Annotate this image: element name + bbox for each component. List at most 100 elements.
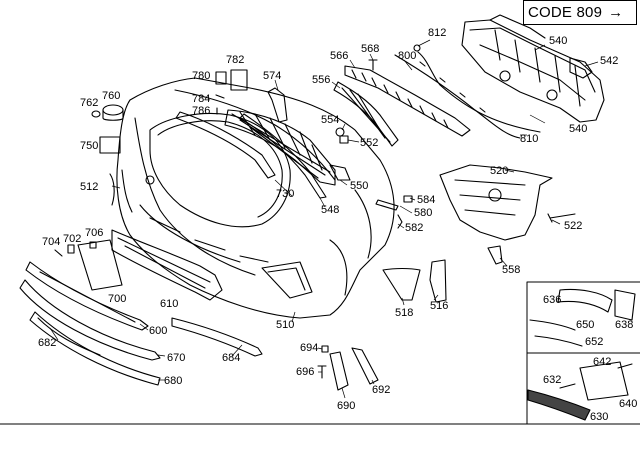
sensor-782 <box>230 69 248 91</box>
label-548: 548 <box>321 204 340 216</box>
bracket-566 <box>344 65 471 137</box>
bracket-558 <box>487 245 503 265</box>
screw-568 <box>368 59 378 71</box>
mesh-550 <box>329 164 351 181</box>
bezel-690 <box>329 351 349 391</box>
label-704: 704 <box>42 236 61 248</box>
label-542: 542 <box>600 55 619 67</box>
strip-670 <box>19 279 161 361</box>
label-610: 610 <box>160 298 179 310</box>
label-518: 518 <box>395 307 414 319</box>
label-566: 566 <box>330 50 349 62</box>
code-box: CODE 809 → <box>523 0 637 25</box>
label-696: 696 <box>296 366 315 378</box>
label-652: 652 <box>585 336 604 348</box>
label-558: 558 <box>502 264 521 276</box>
label-584: 584 <box>417 194 436 206</box>
label-640: 640 <box>619 398 638 410</box>
clip-554 <box>335 127 345 137</box>
label-782: 782 <box>226 54 245 66</box>
label-520: 520 <box>490 165 509 177</box>
label-636: 636 <box>543 294 562 306</box>
label-540-bottom: 540 <box>569 123 588 135</box>
bracket-516 <box>429 259 447 303</box>
label-692: 692 <box>372 384 391 396</box>
label-638: 638 <box>615 319 634 331</box>
label-510: 510 <box>276 319 295 331</box>
part-542 <box>569 57 593 79</box>
grille-630 <box>527 389 591 421</box>
inset-frame <box>526 281 640 425</box>
label-760: 760 <box>102 90 121 102</box>
grille-574 <box>224 87 336 186</box>
label-556: 556 <box>312 74 331 86</box>
label-810: 810 <box>520 133 539 145</box>
clip-694 <box>321 345 329 353</box>
clip-784 <box>215 94 225 99</box>
part-652 <box>534 335 583 347</box>
label-522: 522 <box>564 220 583 232</box>
carrier-520 <box>439 164 553 241</box>
part-632 <box>559 383 576 389</box>
plate-700 <box>77 239 123 291</box>
label-670: 670 <box>167 352 186 364</box>
label-574: 574 <box>263 70 282 82</box>
label-730: 730 <box>276 188 295 200</box>
label-762: 762 <box>80 97 99 109</box>
label-680: 680 <box>164 375 183 387</box>
label-694: 694 <box>300 342 319 354</box>
label-516: 516 <box>430 300 449 312</box>
grille-610 <box>111 229 223 301</box>
bolt-522 <box>547 213 576 223</box>
label-550: 550 <box>350 180 369 192</box>
label-682: 682 <box>38 337 57 349</box>
part-640 <box>579 361 629 401</box>
part-642 <box>617 363 633 369</box>
label-690: 690 <box>337 400 356 412</box>
bumper-cover-510 <box>116 77 395 319</box>
part-638 <box>614 289 636 321</box>
carrier-540 <box>461 14 605 123</box>
code-label: CODE 809 <box>528 4 603 21</box>
module-750 <box>99 136 121 154</box>
strip-680 <box>29 311 161 386</box>
label-600: 600 <box>149 325 168 337</box>
label-750: 750 <box>80 140 99 152</box>
bezel-692 <box>351 347 379 385</box>
label-552: 552 <box>360 137 379 149</box>
label-568: 568 <box>361 43 380 55</box>
strip-684 <box>171 317 263 357</box>
mesh-556 <box>333 81 399 147</box>
label-632: 632 <box>543 374 562 386</box>
screw-704 <box>54 249 63 257</box>
bracket-518 <box>382 267 421 301</box>
label-706: 706 <box>85 227 104 239</box>
label-684: 684 <box>222 352 241 364</box>
trim-strip-730 <box>175 111 276 179</box>
clip-582 <box>397 214 403 229</box>
label-630: 630 <box>590 411 609 423</box>
part-650 <box>529 319 576 331</box>
bracket-780 <box>215 71 227 85</box>
label-786: 786 <box>192 105 211 117</box>
clip-702 <box>67 244 75 254</box>
clip-552 <box>339 135 349 144</box>
label-512: 512 <box>80 181 99 193</box>
part-636 <box>557 288 613 313</box>
wire-512 <box>109 173 115 206</box>
cable-810 <box>417 51 541 133</box>
label-702: 702 <box>63 233 82 245</box>
cable-800 <box>394 54 521 139</box>
label-642: 642 <box>593 356 612 368</box>
label-800: 800 <box>398 50 417 62</box>
clip-580 <box>375 199 399 211</box>
label-582: 582 <box>405 222 424 234</box>
label-780: 780 <box>192 70 211 82</box>
label-650: 650 <box>576 319 595 331</box>
ring-762 <box>91 110 101 118</box>
sensor-760 <box>102 104 124 121</box>
strip-548 <box>239 113 327 199</box>
arrow-right-icon: → <box>608 4 624 21</box>
